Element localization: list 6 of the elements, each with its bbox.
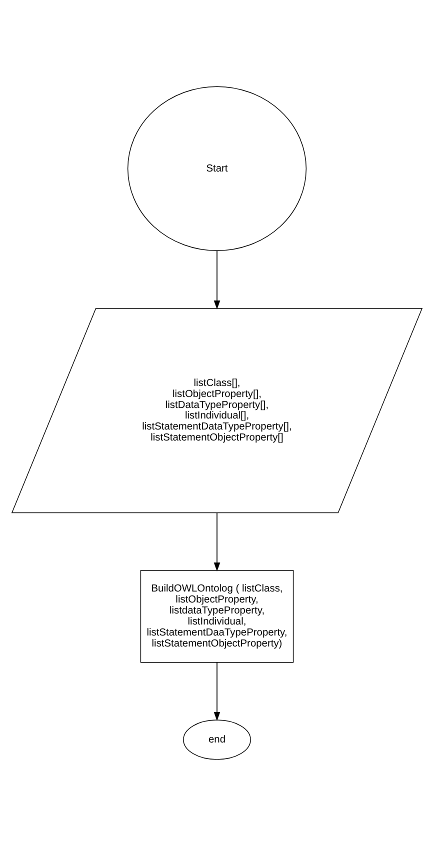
node-circle: Start (126, 86, 306, 250)
arrow (213, 250, 220, 310)
arrow (213, 662, 220, 721)
arrow (213, 512, 220, 572)
node-ellipse: end (182, 719, 250, 760)
node-box: BuildOWLOntolog ( listClass, listObjectProperty, listdataTypeProperty, listIndividual, listStatementDaaTypeProperty, listStatementObjectProperty) (140, 570, 294, 662)
